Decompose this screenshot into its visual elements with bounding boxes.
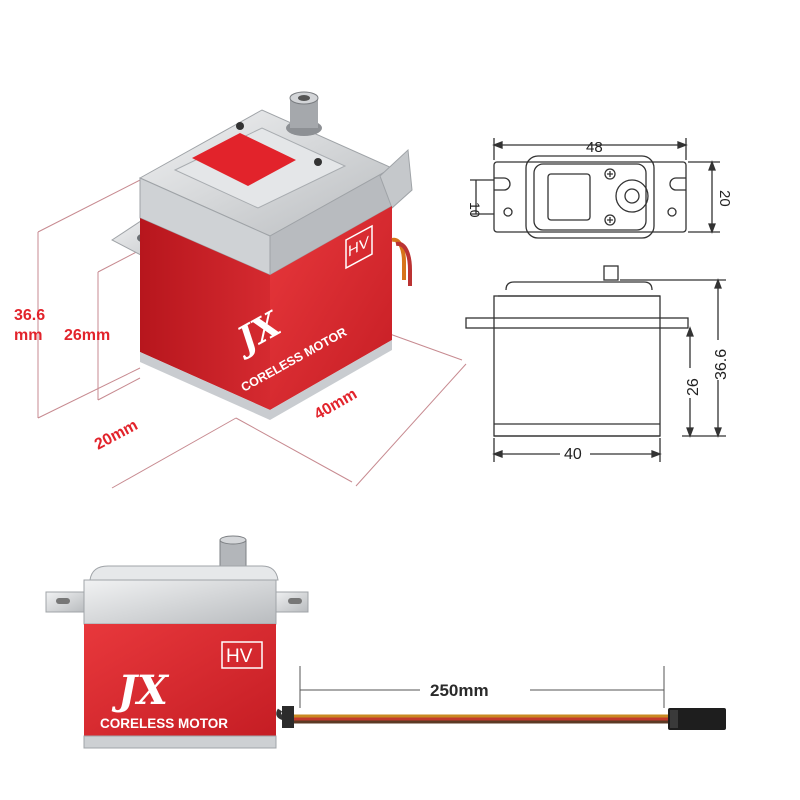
side-dim-366-text: 36.6 <box>713 349 730 380</box>
side-dim-40-bg <box>560 444 590 462</box>
lower-connector <box>668 708 726 730</box>
iso-screw-icon <box>314 158 322 166</box>
lower-ear-slot-icon <box>56 598 70 604</box>
iso-right-mounting-ear <box>379 148 413 209</box>
iso-bottom-plate <box>140 340 392 420</box>
top-dim-48-text: 48 <box>586 139 603 156</box>
side-dim-26-text: 26 <box>685 378 702 396</box>
lower-cable-length-text: 250mm <box>430 681 489 700</box>
top-screw-icon <box>604 214 616 226</box>
lower-bottom-plate <box>83 735 277 749</box>
lower-motor-text: CORELESS MOTOR <box>100 716 228 731</box>
lower-hv-badge <box>221 641 263 669</box>
side-dim-366-bg <box>710 340 726 380</box>
iso-height-body-label: 26mm <box>64 327 110 344</box>
iso-height-unit-label: mm <box>14 327 42 344</box>
iso-height-total-label: 36.6 <box>14 307 45 324</box>
top-output-gear-icon <box>615 179 649 213</box>
iso-output-spline <box>286 91 322 136</box>
iso-wire <box>395 241 412 286</box>
side-flange <box>465 317 689 329</box>
iso-screw-icon <box>236 122 244 130</box>
side-dim-26-bg <box>682 368 698 398</box>
top-dim-10-text: 10 <box>467 202 483 218</box>
side-view-drawing <box>465 265 726 462</box>
iso-red-body-side <box>270 206 392 410</box>
top-flange-outline <box>493 161 687 233</box>
side-dim-40-text: 40 <box>564 446 582 463</box>
side-body-outline <box>493 295 661 437</box>
top-screw-icon <box>604 168 616 180</box>
top-slot-right <box>669 177 686 191</box>
iso-red-body-front <box>140 218 270 410</box>
lower-top-cap <box>89 565 279 581</box>
iso-width-label: 20mm <box>92 417 141 454</box>
lower-hv-text: HV <box>226 646 253 667</box>
top-slot-left <box>494 177 511 191</box>
top-body-outline <box>525 155 655 239</box>
top-label-window <box>547 173 591 221</box>
top-view-drawing <box>470 138 720 239</box>
top-dim-20-text: 20 <box>716 190 733 207</box>
lower-ear-slot-icon <box>288 598 302 604</box>
lower-silver-housing <box>83 579 277 625</box>
lower-servo-view: HV JX CORELESS MOTOR 250mm <box>45 535 726 749</box>
lower-brand-logo: JX <box>111 667 170 714</box>
iso-servo-view: HV JX CORELESS MOTOR 36.6 mm 26mm 20mm 4… <box>14 91 467 489</box>
side-spline <box>603 265 619 281</box>
iso-top-sticker <box>192 133 296 186</box>
iso-wire <box>391 237 406 280</box>
lower-cable-grommet <box>282 706 294 728</box>
